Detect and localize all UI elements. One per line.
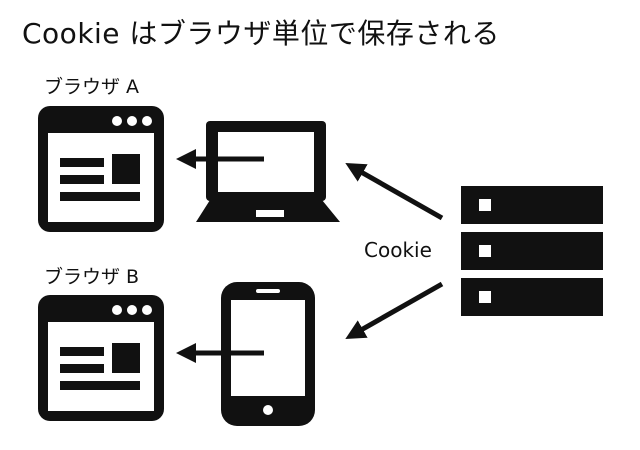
server-icon [461, 186, 603, 316]
browser-window-icon [38, 106, 164, 232]
page-title: Cookie はブラウザ単位で保存される [22, 17, 500, 50]
smartphone-icon [221, 282, 315, 426]
browser-window-icon [38, 295, 164, 421]
cookie-label: Cookie [364, 238, 432, 262]
browser-b-label: ブラウザ B [44, 266, 140, 288]
arrow-server-to-laptop [345, 163, 444, 221]
arrow-server-to-smartphone [345, 281, 444, 339]
browser-a-label: ブラウザ A [44, 76, 140, 98]
laptop-icon [196, 121, 340, 222]
